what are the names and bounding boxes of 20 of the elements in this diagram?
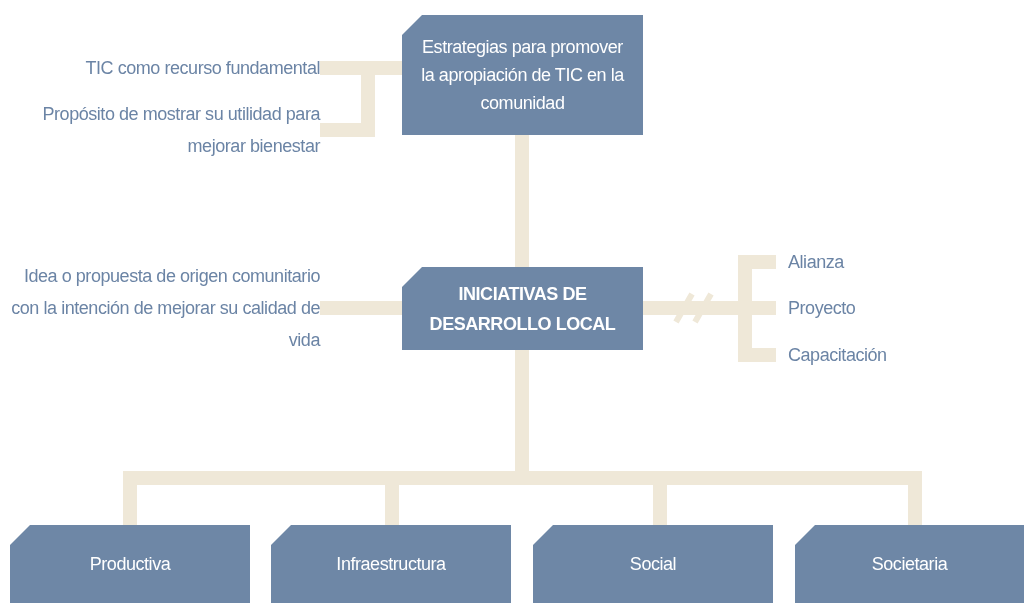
box-label: Societaria bbox=[871, 553, 948, 576]
annotation-text: Propósito de mostrar su utilidad para mejorar bienestar bbox=[41, 103, 320, 158]
box-label: Productiva bbox=[89, 553, 171, 576]
category-box bbox=[10, 525, 250, 603]
box-label: Estrategias para promover la apropiación de TIC en la comunidad bbox=[420, 36, 626, 115]
category-box bbox=[795, 525, 1024, 603]
annotation-text: TIC como recurso fundamental bbox=[85, 57, 320, 80]
category-label: Capacitación bbox=[788, 344, 887, 367]
annotation-text: Idea o propuesta de origen comunitario con la intención de mejorar su calidad de vida bbox=[10, 265, 320, 352]
category-box bbox=[533, 525, 773, 603]
connector-line bbox=[320, 301, 402, 315]
connector-line bbox=[515, 135, 529, 267]
category-box bbox=[402, 15, 643, 135]
box-label: Social bbox=[629, 553, 677, 576]
box-title: INICIATIVAS DE DESARROLLO LOCAL bbox=[428, 282, 617, 336]
category-label: Proyecto bbox=[788, 297, 856, 320]
category-label: Alianza bbox=[788, 251, 844, 274]
box-label: Infraestructura bbox=[336, 553, 446, 576]
category-box bbox=[402, 267, 643, 350]
category-box bbox=[271, 525, 511, 603]
